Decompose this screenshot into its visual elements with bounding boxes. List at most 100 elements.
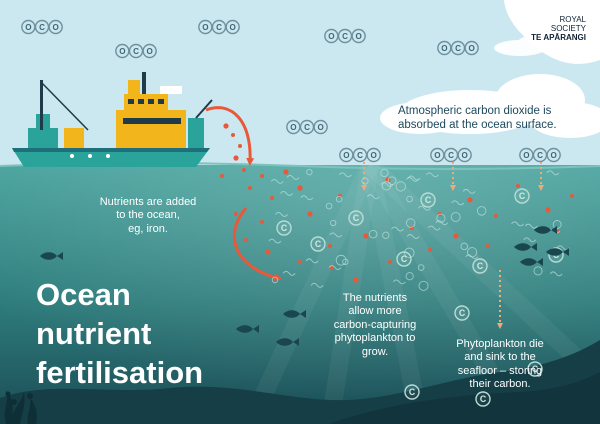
carbon-particle-icon: C	[276, 220, 292, 236]
phytoplankton-label: The nutrients allow more carbon-capturin…	[320, 292, 430, 359]
title-line: Ocean	[36, 277, 131, 312]
nutrient-dot-icon	[260, 220, 264, 224]
phytoplankton-icon	[270, 178, 284, 184]
phytoplankton-icon	[462, 188, 476, 194]
nutrient-dot-icon	[283, 169, 289, 175]
svg-text:O: O	[434, 151, 440, 160]
nutrients-label-line: to the ocean,	[116, 209, 180, 222]
cloud-icon	[380, 74, 600, 138]
svg-text:O: O	[370, 151, 376, 160]
phytoplankton-icon	[533, 266, 543, 276]
svg-text:C: C	[537, 151, 543, 160]
sink-label-line: and sink to the	[464, 351, 536, 364]
nutrient-dot-icon	[570, 194, 574, 198]
phytoplankton-icon	[275, 211, 288, 217]
phytoplankton-icon	[310, 282, 324, 288]
nutrient-dot-icon	[363, 233, 369, 239]
svg-text:O: O	[441, 44, 447, 53]
phytoplankton-icon	[405, 272, 414, 281]
nutrient-dot-icon	[248, 186, 252, 190]
svg-text:O: O	[25, 23, 31, 32]
nutrient-dot-icon	[220, 174, 224, 178]
svg-text:C: C	[353, 213, 360, 223]
carbon-particle-icon: C	[404, 384, 420, 400]
svg-text:O: O	[523, 151, 529, 160]
svg-text:C: C	[425, 195, 432, 205]
carbon-particle-icon: C	[454, 305, 470, 321]
nutrient-dot-icon	[328, 244, 332, 248]
svg-text:O: O	[202, 23, 208, 32]
svg-text:O: O	[328, 32, 334, 41]
sink-label-line: their carbon.	[469, 378, 531, 391]
phytoplankton-icon	[406, 195, 413, 203]
atmosphere-label-line: absorbed at the ocean surface.	[398, 119, 557, 132]
logo-line: ROYAL	[559, 15, 586, 24]
phytoplankton-icon	[338, 172, 352, 178]
phytoplankton-icon	[282, 270, 296, 276]
phytoplankton-icon	[406, 234, 420, 239]
phytoplankton-label-line: grow.	[361, 345, 389, 358]
sink-label-line: seafloor – storing	[457, 364, 543, 377]
phytoplankton-icon	[366, 194, 380, 200]
nutrient-dot-icon	[265, 249, 271, 255]
phytoplankton-icon	[417, 205, 431, 211]
phytoplankton-icon	[380, 182, 394, 187]
phytoplankton-icon	[342, 258, 349, 265]
svg-text:O: O	[317, 123, 323, 132]
phytoplankton-icon	[306, 168, 313, 176]
carbon-particle-icon: C	[475, 391, 491, 407]
sky	[0, 0, 600, 170]
svg-text:O: O	[290, 123, 296, 132]
svg-text:O: O	[468, 44, 474, 53]
nutrient-dot-icon	[330, 266, 334, 270]
nutrients-label-line: eg, iron.	[128, 222, 168, 235]
curved-arrow-icon	[232, 207, 282, 281]
phytoplankton-icon	[382, 231, 390, 239]
phytoplankton-icon	[328, 265, 342, 270]
nutrient-dot-icon	[238, 144, 242, 148]
phytoplankton-icon	[426, 172, 439, 178]
phytoplankton-icon	[305, 258, 319, 264]
svg-text:C: C	[216, 23, 222, 32]
page-title: Ocean nutrient fertilisation	[36, 276, 203, 392]
svg-text:O: O	[119, 47, 125, 56]
svg-text:C: C	[304, 123, 310, 132]
carbon-particle-icon: C	[310, 236, 326, 252]
phytoplankton-layer	[268, 168, 570, 291]
phytoplankton-icon	[387, 176, 397, 186]
phytoplankton-icon	[335, 195, 343, 203]
phytoplankton-icon	[552, 220, 562, 229]
phytoplankton-icon	[395, 181, 406, 192]
svg-text:C: C	[480, 394, 487, 404]
nutrient-dot-icon	[388, 260, 392, 264]
phytoplankton-icon	[300, 195, 314, 201]
nutrient-dot-icon	[233, 155, 239, 161]
svg-text:C: C	[39, 23, 45, 32]
svg-text:O: O	[52, 23, 58, 32]
phytoplankton-icon	[546, 170, 560, 176]
nutrient-dot-icon	[545, 207, 551, 213]
phytoplankton-icon	[524, 223, 538, 229]
logo-line: TE APĀRANGI	[531, 33, 586, 43]
phytoplankton-icon	[325, 202, 333, 210]
phytoplankton-icon	[268, 238, 282, 244]
nutrient-dot-icon	[428, 248, 432, 252]
nutrients-label: Nutrients are added to the ocean, eg, ir…	[88, 196, 208, 236]
nutrient-dot-icon	[467, 197, 473, 203]
carbon-particle-icon: C	[420, 192, 436, 208]
phytoplankton-icon	[405, 218, 416, 228]
nutrient-dot-icon	[270, 196, 274, 200]
seaweed-icon	[4, 390, 37, 424]
sink-label: Phytoplankton die and sink to the seaflo…	[440, 338, 560, 392]
nutrient-dot-icon	[223, 123, 229, 129]
logo-cloud	[504, 0, 600, 64]
svg-text:C: C	[357, 151, 363, 160]
